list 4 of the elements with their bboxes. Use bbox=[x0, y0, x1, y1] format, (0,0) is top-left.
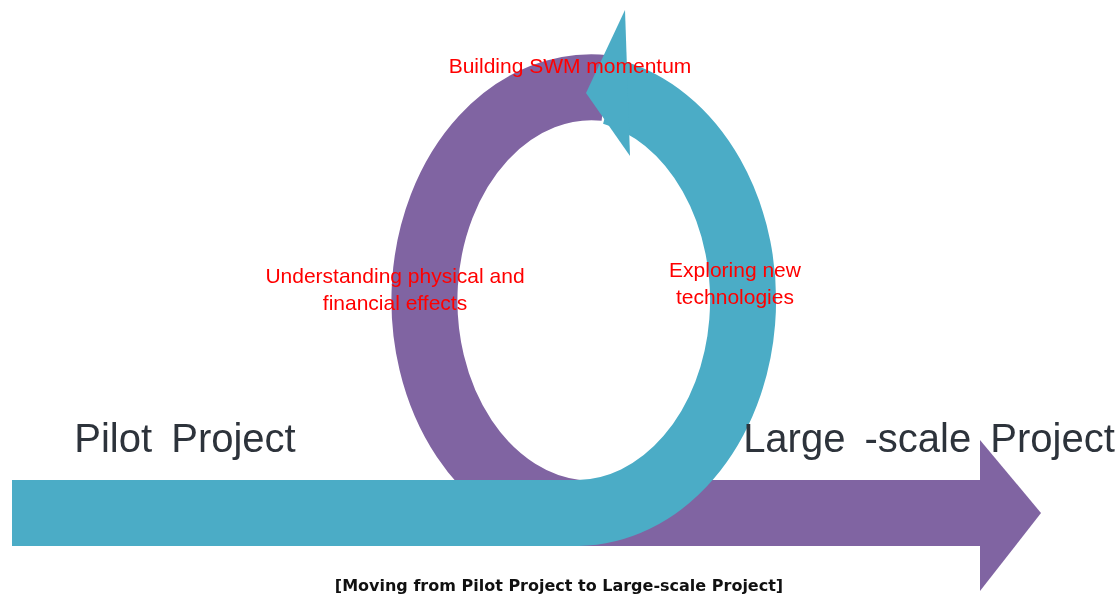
loop-label: Building SWM momentum bbox=[447, 53, 693, 79]
caption: [Moving from Pilot Project to Large-scale Project] bbox=[333, 576, 785, 597]
stage-label: Large -scale Project bbox=[742, 415, 1116, 462]
stage-label: Pilot Project bbox=[73, 415, 297, 462]
